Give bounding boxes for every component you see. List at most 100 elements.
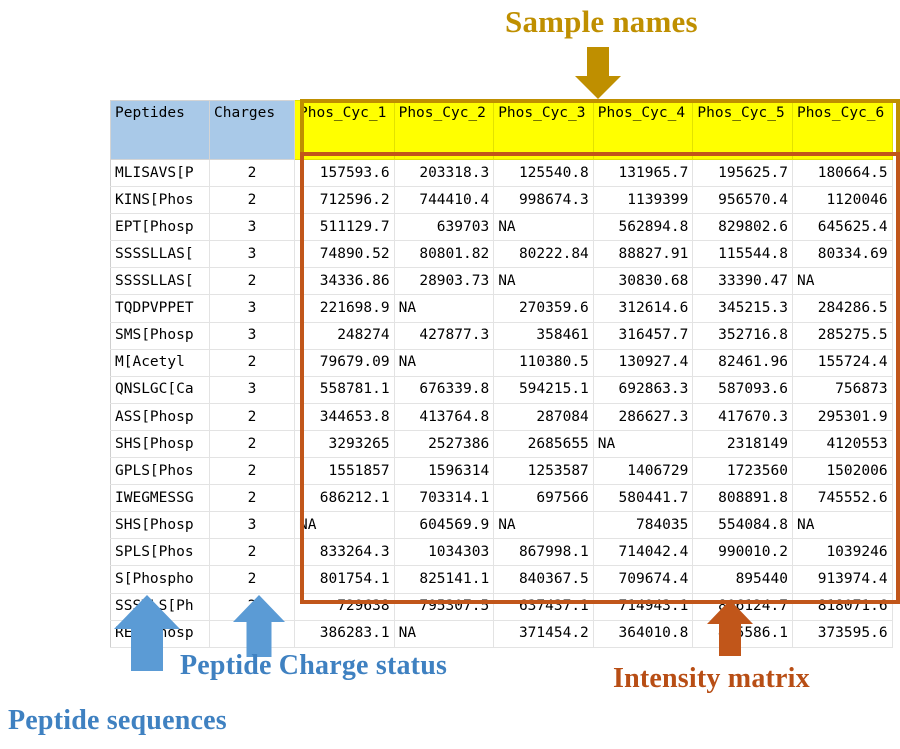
cell-charge[interactable]: 2	[209, 267, 295, 296]
cell-intensity[interactable]: 818071.6	[791, 592, 893, 621]
cell-intensity[interactable]: 88827.91	[592, 240, 694, 269]
cell-intensity[interactable]: 587093.6	[692, 375, 793, 404]
cell-charge[interactable]: 2	[209, 186, 295, 215]
cell-intensity[interactable]: 345215.3	[692, 294, 793, 323]
cell-intensity[interactable]: 28903.73	[393, 267, 495, 296]
cell-intensity[interactable]: 195625.7	[692, 158, 793, 188]
cell-intensity[interactable]: NA	[393, 619, 495, 648]
cell-intensity[interactable]: 2318149	[692, 429, 793, 459]
cell-intensity[interactable]: NA	[592, 429, 694, 459]
column-header-sample-5[interactable]: Phos_Cyc_5	[692, 100, 793, 160]
cell-intensity[interactable]: 913974.4	[791, 565, 893, 594]
cell-intensity[interactable]: 637437.1	[493, 592, 594, 621]
cell-intensity[interactable]: 79679.09	[294, 348, 395, 377]
column-header-sample-6[interactable]: Phos_Cyc_6	[791, 100, 893, 160]
cell-intensity[interactable]: 33390.47	[692, 267, 793, 296]
cell-intensity[interactable]: 558781.1	[294, 375, 395, 404]
cell-charge[interactable]: 3	[209, 375, 295, 404]
cell-intensity[interactable]: 155724.4	[791, 348, 893, 377]
cell-intensity[interactable]: 712596.2	[294, 186, 395, 215]
cell-intensity[interactable]: 352716.8	[692, 321, 793, 350]
cell-intensity[interactable]: 344653.8	[294, 402, 395, 431]
cell-peptide[interactable]: IWEGMESSG	[110, 484, 210, 513]
cell-intensity[interactable]: 703314.1	[393, 484, 495, 513]
cell-intensity[interactable]: 386283.1	[294, 619, 395, 648]
spreadsheet-grid[interactable]: Peptides Charges Phos_Cyc_1 Phos_Cyc_2 P…	[110, 100, 893, 648]
cell-intensity[interactable]: 686212.1	[294, 484, 395, 513]
column-header-charges[interactable]: Charges	[209, 100, 295, 160]
cell-charge[interactable]: 3	[209, 511, 295, 540]
cell-intensity[interactable]: NA	[393, 294, 495, 323]
column-header-sample-4[interactable]: Phos_Cyc_4	[592, 100, 694, 160]
cell-peptide[interactable]: TQDPVPPET	[110, 294, 210, 323]
cell-charge[interactable]: 3	[209, 213, 295, 242]
cell-intensity[interactable]: 1551857	[294, 457, 395, 486]
cell-intensity[interactable]: NA	[791, 267, 893, 296]
cell-intensity[interactable]: 745552.6	[791, 484, 893, 513]
cell-intensity[interactable]: 729638	[294, 592, 395, 621]
cell-intensity[interactable]: 1723560	[692, 457, 793, 486]
cell-intensity[interactable]: 784035	[592, 511, 694, 540]
cell-peptide[interactable]: SSSSLLAS[	[110, 240, 210, 269]
cell-intensity[interactable]: 417670.3	[692, 402, 793, 431]
cell-intensity[interactable]: NA	[393, 348, 495, 377]
cell-intensity[interactable]: 840367.5	[493, 565, 594, 594]
cell-intensity[interactable]: 287084	[493, 402, 594, 431]
cell-intensity[interactable]: 2527386	[393, 429, 495, 459]
cell-intensity[interactable]: 2685655	[493, 429, 594, 459]
cell-intensity[interactable]: NA	[791, 511, 893, 540]
cell-intensity[interactable]: 895440	[692, 565, 793, 594]
cell-intensity[interactable]: 82461.96	[692, 348, 793, 377]
cell-intensity[interactable]: 795307.5	[393, 592, 495, 621]
cell-intensity[interactable]: 4120553	[791, 429, 893, 459]
cell-intensity[interactable]: 74890.52	[294, 240, 395, 269]
cell-intensity[interactable]: 1596314	[393, 457, 495, 486]
cell-peptide[interactable]: M[Acetyl	[110, 348, 210, 377]
cell-charge[interactable]: 2	[209, 429, 295, 459]
column-header-sample-3[interactable]: Phos_Cyc_3	[493, 100, 594, 160]
cell-peptide[interactable]: KINS[Phos	[110, 186, 210, 215]
cell-peptide[interactable]: SMS[Phosp	[110, 321, 210, 350]
cell-intensity[interactable]: 316457.7	[592, 321, 694, 350]
cell-intensity[interactable]: 676339.8	[393, 375, 495, 404]
cell-intensity[interactable]: 371454.2	[493, 619, 594, 648]
cell-intensity[interactable]: 358461	[493, 321, 594, 350]
column-header-sample-2[interactable]: Phos_Cyc_2	[393, 100, 495, 160]
cell-peptide[interactable]: SPLS[Phos	[110, 538, 210, 567]
column-header-sample-1[interactable]: Phos_Cyc_1	[294, 100, 395, 160]
cell-intensity[interactable]: 180664.5	[791, 158, 893, 188]
cell-intensity[interactable]: 1406729	[592, 457, 694, 486]
cell-charge[interactable]: 2	[209, 158, 295, 188]
cell-intensity[interactable]: 285275.5	[791, 321, 893, 350]
cell-intensity[interactable]: 80222.84	[493, 240, 594, 269]
cell-intensity[interactable]: 692863.3	[592, 375, 694, 404]
cell-intensity[interactable]: 80801.82	[393, 240, 495, 269]
cell-charge[interactable]: 2	[209, 402, 295, 431]
cell-intensity[interactable]: 427877.3	[393, 321, 495, 350]
column-header-peptides[interactable]: Peptides	[110, 100, 210, 160]
cell-charge[interactable]: 3	[209, 321, 295, 350]
cell-intensity[interactable]: 80334.69	[791, 240, 893, 269]
cell-intensity[interactable]: 1039246	[791, 538, 893, 567]
cell-intensity[interactable]: 203318.3	[393, 158, 495, 188]
cell-peptide[interactable]: GPLS[Phos	[110, 457, 210, 486]
cell-peptide[interactable]: ASS[Phosp	[110, 402, 210, 431]
cell-intensity[interactable]: 34336.86	[294, 267, 395, 296]
cell-intensity[interactable]: 130927.4	[592, 348, 694, 377]
cell-peptide[interactable]: SHS[Phosp	[110, 511, 210, 540]
cell-charge[interactable]: 2	[209, 565, 295, 594]
cell-intensity[interactable]: 312614.6	[592, 294, 694, 323]
cell-peptide[interactable]: SHS[Phosp	[110, 429, 210, 459]
cell-peptide[interactable]: SSSSLLAS[	[110, 267, 210, 296]
cell-peptide[interactable]: MLISAVS[P	[110, 158, 210, 188]
cell-intensity[interactable]: 756873	[791, 375, 893, 404]
cell-intensity[interactable]: 110380.5	[493, 348, 594, 377]
cell-intensity[interactable]: 364010.8	[592, 619, 694, 648]
cell-intensity[interactable]: 594215.1	[493, 375, 594, 404]
cell-intensity[interactable]: 3293265	[294, 429, 395, 459]
cell-intensity[interactable]: NA	[493, 267, 594, 296]
cell-intensity[interactable]: 1139399	[592, 186, 694, 215]
cell-intensity[interactable]: 373595.6	[791, 619, 893, 648]
cell-intensity[interactable]: 829802.6	[692, 213, 793, 242]
cell-intensity[interactable]: 833264.3	[294, 538, 395, 567]
